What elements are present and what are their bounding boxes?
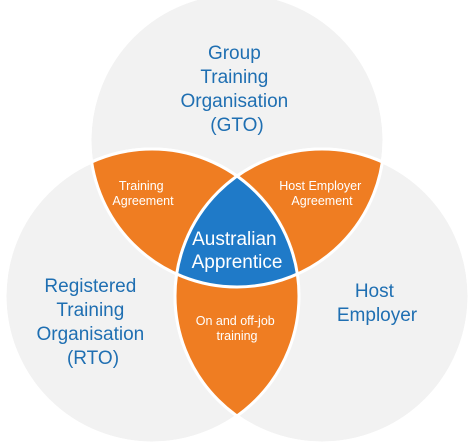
- overlap-center: [175, 149, 299, 287]
- rto-label: Registered Training Organisation (RTO): [36, 276, 149, 369]
- training-agreement-label: Training Agreement: [112, 179, 174, 208]
- circle-host-outline: [173, 147, 471, 445]
- on-off-job-training-label: On and off-job training: [196, 314, 278, 343]
- circle-gto-outline: [88, 0, 386, 289]
- gto-label: Group Training Organisation (GTO): [180, 43, 293, 136]
- host-employer-agreement-label: Host Employer Agreement: [279, 179, 364, 208]
- host-employer-label: Host Employer: [337, 281, 418, 326]
- australian-apprentice-label: Australian Apprentice: [192, 229, 283, 273]
- circle-rto-outline: [3, 147, 301, 445]
